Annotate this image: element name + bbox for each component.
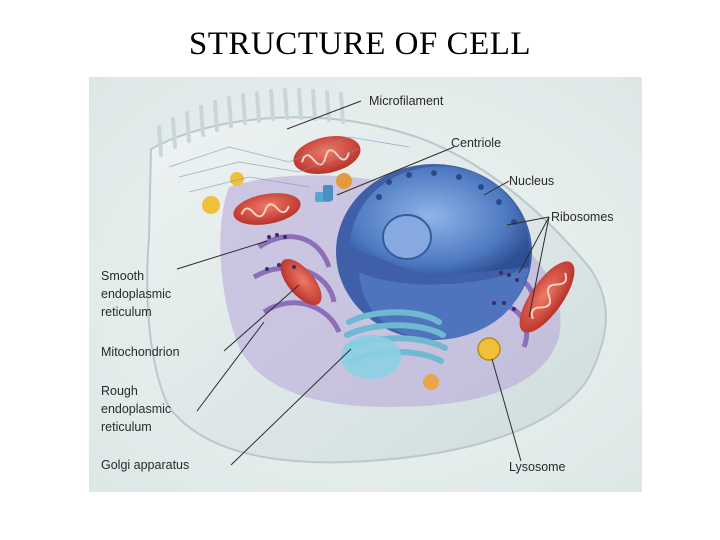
mitochondria [233,136,575,333]
label-lysosome: Lysosome [509,460,566,474]
lysosomes [202,172,501,390]
leader-lines [176,100,550,466]
label-smooth-er-line1: Smooth [101,269,144,283]
cell-diagram: Microfilament Centriole Nucleus Ribosome… [89,77,642,492]
label-ribosomes: Ribosomes [551,210,614,224]
label-centriole: Centriole [451,136,501,150]
page-title: STRUCTURE OF CELL [188,26,532,62]
label-golgi-apparatus: Golgi apparatus [101,458,189,472]
label-mitochondrion: Mitochondrion [101,345,180,359]
label-smooth-er-line2: endoplasmic [101,287,171,301]
label-smooth-er-line3: reticulum [101,305,152,319]
microvilli [157,88,345,157]
label-rough-er-line2: endoplasmic [101,402,171,416]
nucleus [336,164,532,340]
label-rough-er-line3: reticulum [101,420,152,434]
nucleolus [382,214,432,260]
centriole [315,185,333,202]
golgi-vesicle-cluster [341,335,401,379]
microfilaments [168,136,410,193]
label-microfilament: Microfilament [369,94,444,108]
label-rough-er-line1: Rough [101,384,138,398]
ribosomes [265,233,519,311]
label-nucleus: Nucleus [509,174,554,188]
